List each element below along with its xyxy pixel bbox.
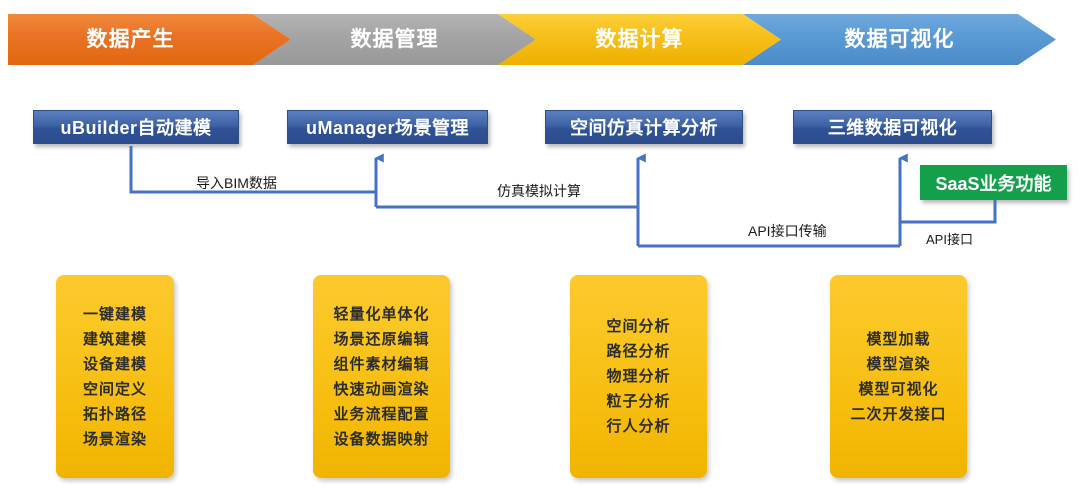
- feature-item: 粒子分析: [606, 393, 671, 410]
- process-stage-label: 数据计算: [595, 28, 684, 51]
- feature-item: 空间分析: [606, 318, 671, 335]
- feature-item: 一键建模: [82, 305, 147, 323]
- process-stage-data-computation[interactable]: 数据计算: [498, 14, 781, 65]
- connector-label-simulation: 仿真模拟计算: [497, 183, 581, 199]
- feature-item: 二次开发接口: [850, 405, 947, 423]
- module-box-ubuilder[interactable]: uBuilder自动建模: [33, 110, 239, 144]
- process-stage-label: 数据产生: [86, 28, 175, 51]
- module-box-umanager[interactable]: uManager场景管理: [287, 110, 488, 144]
- feature-item: 模型渲染: [866, 355, 931, 373]
- process-banner: 数据产生 数据管理 数据计算 数据可视化: [8, 14, 1056, 65]
- process-stage-label: 数据管理: [350, 28, 439, 51]
- feature-item: 轻量化单体化: [333, 305, 430, 323]
- feature-item: 路径分析: [606, 343, 671, 360]
- feature-card-umanager[interactable]: 轻量化单体化 场景还原编辑 组件素材编辑 快速动画渲染 业务流程配置 设备数据映…: [313, 275, 450, 478]
- feature-card-simulation[interactable]: 空间分析 路径分析 物理分析 粒子分析 行人分析: [570, 275, 707, 478]
- process-stage-data-visualization[interactable]: 数据可视化: [743, 14, 1056, 65]
- feature-item: 建筑建模: [82, 330, 147, 348]
- module-box-simulation[interactable]: 空间仿真计算分析: [545, 110, 743, 144]
- feature-item: 拓扑路径: [82, 405, 147, 423]
- connector-label-import-bim: 导入BIM数据: [196, 175, 277, 191]
- feature-item: 快速动画渲染: [333, 380, 430, 398]
- connector-label-api: API接口: [926, 232, 973, 247]
- feature-card-visualization[interactable]: 模型加载 模型渲染 模型可视化 二次开发接口: [830, 275, 967, 478]
- feature-item: 场景渲染: [82, 430, 147, 448]
- feature-item: 模型加载: [866, 330, 931, 348]
- feature-item: 空间定义: [82, 380, 147, 398]
- feature-item: 设备建模: [82, 355, 147, 373]
- module-box-visualization[interactable]: 三维数据可视化: [793, 110, 992, 144]
- feature-item: 物理分析: [606, 368, 671, 385]
- saas-business-box[interactable]: SaaS业务功能: [920, 165, 1067, 200]
- feature-card-ubuilder[interactable]: 一键建模 建筑建模 设备建模 空间定义 拓扑路径 场景渲染: [56, 275, 174, 478]
- feature-item: 组件素材编辑: [333, 355, 430, 373]
- process-stage-label: 数据可视化: [844, 28, 955, 51]
- feature-item: 模型可视化: [858, 380, 939, 398]
- feature-item: 场景还原编辑: [333, 330, 430, 348]
- feature-item: 设备数据映射: [333, 430, 430, 448]
- connector-label-api-transfer: API接口传输: [748, 223, 827, 239]
- process-stage-data-management[interactable]: 数据管理: [253, 14, 536, 65]
- process-stage-data-generation[interactable]: 数据产生: [8, 14, 291, 65]
- feature-item: 行人分析: [606, 418, 671, 435]
- feature-item: 业务流程配置: [333, 405, 430, 423]
